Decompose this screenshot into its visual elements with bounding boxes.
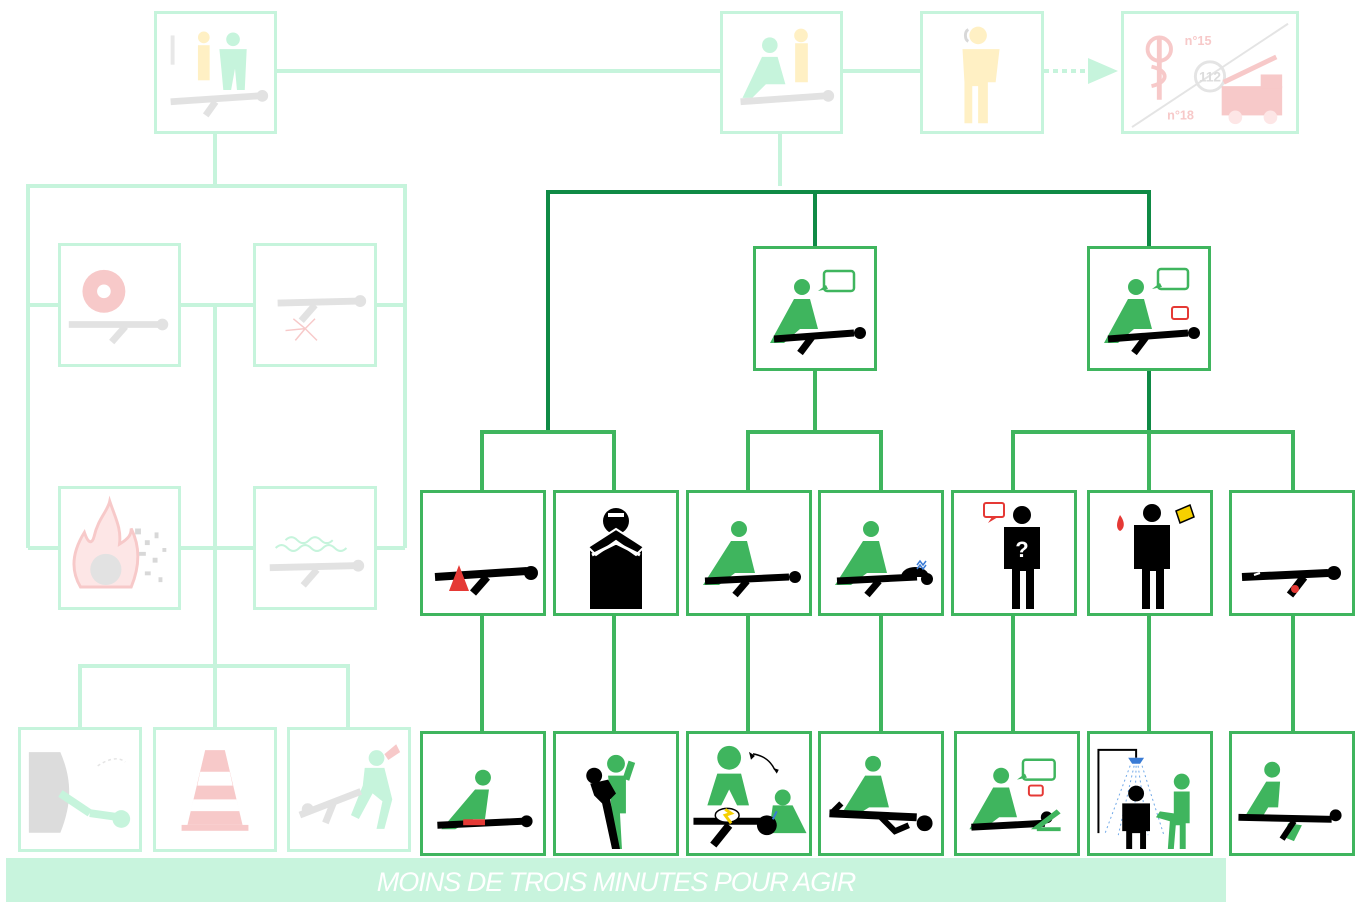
cpr-box[interactable] — [686, 731, 812, 856]
bleeding-victim-icon — [423, 493, 543, 613]
victim-reports-pain-icon — [1090, 249, 1208, 368]
burned-victim-icon — [1090, 493, 1210, 613]
victim-feels-unwell-icon: ? — [954, 493, 1074, 613]
wounded-victim-icon — [1232, 493, 1352, 613]
electrical-danger-box — [58, 243, 181, 367]
back-blows-box[interactable] — [553, 731, 679, 856]
emergency-services-icon: n°15 112 n°18 — [1124, 14, 1296, 131]
compress-wound-icon — [423, 734, 543, 853]
unconscious-breathing-icon — [689, 493, 809, 613]
banner-text: MOINS DE TROIS MINUTES POUR AGIR — [6, 867, 1226, 898]
assess-victim-icon — [723, 14, 840, 131]
rescuer-dragging-victim-icon — [290, 730, 408, 849]
electrical-danger-icon — [61, 246, 178, 364]
protect-step-box — [154, 11, 277, 134]
european-number: 112 — [1199, 69, 1221, 84]
injured-person-box — [253, 243, 377, 367]
recovery-position-box[interactable] — [818, 731, 944, 856]
firefighters-number: n°18 — [1167, 108, 1194, 122]
samu-number: n°15 — [1185, 34, 1212, 48]
emergency-services-box: n°15 112 n°18 — [1121, 11, 1299, 134]
call-for-help-icon — [923, 14, 1041, 131]
victim-reports-box[interactable] — [1087, 246, 1211, 371]
bandage-wound-icon — [1232, 734, 1352, 853]
assess-step-box — [720, 11, 843, 134]
gas-leak-box — [253, 486, 377, 610]
vehicle-crash-box — [18, 727, 142, 852]
gas-leak-icon — [256, 489, 374, 607]
victim-responds-icon — [756, 249, 874, 368]
cpr-defibrillator-icon — [689, 734, 809, 853]
cool-burn-with-water-icon — [1090, 734, 1210, 853]
victim-responds-box[interactable] — [753, 246, 877, 371]
wounded-box[interactable] — [1229, 490, 1355, 616]
bandage-wound-box[interactable] — [1229, 731, 1355, 856]
call-step-box — [920, 11, 1044, 134]
rest-and-ask-box[interactable] — [954, 731, 1080, 856]
protect-scene-icon — [157, 14, 274, 131]
unconscious-breathing-box[interactable] — [686, 490, 812, 616]
back-blows-icon — [556, 734, 676, 853]
rest-and-ask-questions-icon — [957, 734, 1077, 853]
recovery-position-icon — [821, 734, 941, 853]
not-breathing-box[interactable] — [818, 490, 944, 616]
vehicle-crash-icon — [21, 730, 139, 849]
burned-box[interactable] — [1087, 490, 1213, 616]
traffic-cone-icon — [156, 730, 274, 849]
compress-wound-box[interactable] — [420, 731, 546, 856]
feels-unwell-box[interactable]: ? — [951, 490, 1077, 616]
not-breathing-icon — [821, 493, 941, 613]
explosion-danger-box — [58, 486, 181, 610]
choking-box[interactable] — [553, 490, 679, 616]
explosion-danger-icon — [61, 489, 178, 607]
bleeding-box[interactable] — [420, 490, 546, 616]
traffic-cone-box — [153, 727, 277, 852]
svg-text:?: ? — [1015, 537, 1028, 562]
cool-burn-box[interactable] — [1087, 731, 1213, 856]
injured-person-sparks-icon — [256, 246, 374, 364]
rescuer-dragging-box — [287, 727, 411, 852]
time-banner: MOINS DE TROIS MINUTES POUR AGIR — [6, 858, 1226, 902]
choking-victim-icon — [556, 493, 676, 613]
